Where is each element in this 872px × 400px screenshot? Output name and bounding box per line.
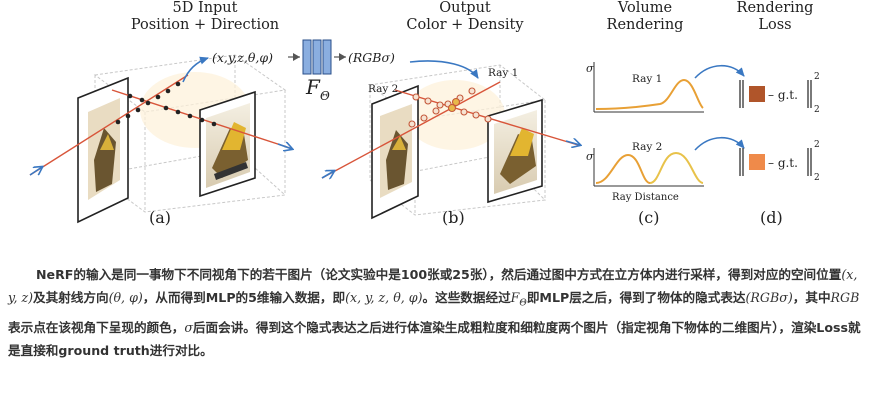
output-label: (RGBσ) (348, 50, 395, 65)
caption-text-1: NeRF的输入是同一事物下不同视角下的若干图片（论文实验中是100张或25张），… (36, 267, 842, 282)
network-subscript: Θ (320, 89, 330, 103)
ray2-density-curve-2 (649, 151, 704, 184)
output-to-ray-arrow (409, 60, 479, 79)
panel-c-heading: Volume Rendering (590, 0, 700, 34)
caption-text-5: 即MLP层之后，得到了物体的隐式表达 (526, 290, 746, 305)
nerf-pipeline-figure: 5D Input Position + Direction Output Col… (29, 0, 835, 227)
caption-math-f: FΘ (510, 290, 527, 309)
ray1-label-c: Ray 1 (632, 73, 662, 85)
norm-subscript-bottom: 2 (814, 173, 820, 183)
ray-left (29, 74, 189, 176)
norm-exponent-top: 2 (814, 72, 820, 82)
panel-a-scene: (x,y,z,θ,φ) (29, 50, 292, 224)
panel-c-plots: σ Ray 1 σ Ray 2 Ray Distance (586, 62, 745, 203)
panel-b-heading: Output Color + Density (365, 0, 565, 34)
sigma-label-bottom: σ (586, 150, 594, 163)
panel-a-heading-line2: Position + Direction (130, 17, 280, 33)
caption-math-sigma: σ (184, 319, 193, 335)
ray-distance-label: Ray Distance (612, 192, 679, 203)
output-image-left (371, 84, 419, 220)
render-to-loss-arrow-bottom (694, 136, 745, 151)
panel-d-heading: Rendering Loss (715, 0, 835, 34)
render-to-loss-arrow-top (694, 64, 745, 79)
caption-math-rgbsigma: (RGBσ) (745, 290, 793, 305)
panel-b-heading-line2: Color + Density (406, 17, 524, 33)
caption-math-f-symbol: F (510, 290, 520, 305)
caption-paragraph: NeRF的输入是同一事物下不同视角下的若干图片（论文实验中是100张或25张），… (8, 263, 866, 362)
panel-a-heading-line1: 5D Input (172, 0, 238, 16)
rendered-color-swatch-top (749, 86, 765, 102)
panel-d-heading-line2: Loss (758, 17, 792, 33)
caption-text-8: 后面会讲。得到这个隐式表达之后进行体渲染生成粗粒度和细粒度两个图片（指定视角下物… (8, 319, 861, 358)
sample-points-b (408, 87, 492, 128)
ray2-density-curve-1 (595, 153, 651, 184)
caption-text-6: ，其中 (792, 290, 831, 305)
caption-text-7: 表示点在该视角下呈现的颜色， (8, 319, 185, 335)
caption-text-2: 及其射线方向 (33, 290, 109, 305)
input-image-left (77, 76, 129, 224)
caption-math-direction: (θ, φ) (108, 290, 143, 305)
panel-b-scene: Ray 1 Ray 2 (321, 60, 580, 220)
sample-points-a (115, 81, 217, 127)
gt-label-bottom: – g.t. (768, 156, 798, 170)
caption-math-rgb: RGB (830, 290, 860, 305)
ray1-line (321, 81, 501, 179)
panel-d-loss: – g.t. 2 2 – g.t. 2 2 (739, 72, 820, 183)
gt-label-top: – g.t. (768, 88, 798, 102)
ray1-label-b: Ray 1 (488, 67, 518, 79)
sample-to-input-arrow (182, 56, 209, 83)
panel-d-label: (d) (760, 208, 783, 227)
network-layer-3 (322, 39, 332, 75)
ray-right-arrowhead (277, 144, 292, 149)
panel-a-label: (a) (149, 208, 172, 227)
caption-text-3: ，从而得到MLP的5维输入数据，即 (142, 290, 346, 305)
network-layer-1 (302, 39, 312, 75)
panel-c-heading-line2: Rendering (606, 17, 684, 33)
panel-a-heading: 5D Input Position + Direction (95, 0, 315, 34)
norm-subscript-top: 2 (814, 105, 820, 115)
panel-b-label: (b) (442, 208, 465, 227)
caption-math-f-subscript: Θ (519, 298, 527, 309)
output-image-right (487, 98, 543, 204)
panel-c-heading-line1: Volume (617, 0, 673, 16)
panel-b-heading-line1: Output (439, 0, 491, 16)
rendered-color-swatch-bottom (749, 154, 765, 170)
ray2-label-c: Ray 2 (632, 141, 662, 153)
sigma-label-top: σ (586, 62, 594, 75)
ray-left-arrowhead (29, 167, 42, 176)
caption-text-4: 。这些数据经过 (422, 290, 511, 305)
input-label: (x,y,z,θ,φ) (212, 50, 273, 65)
input-image-right (199, 90, 256, 198)
norm-exponent-bottom: 2 (814, 140, 820, 150)
panel-c-label: (c) (638, 208, 660, 227)
caption-math-position: (x, y, z) (8, 267, 858, 305)
network-layer-2 (312, 39, 322, 75)
ray2-label-b: Ray 2 (368, 83, 398, 95)
panel-d-heading-line1: Rendering (736, 0, 814, 16)
network-symbol: F (305, 75, 321, 99)
ray1-density-curve (595, 78, 704, 110)
caption-math-5d-input: (x, y, z, θ, φ) (345, 290, 423, 305)
figure-drawing: (x,y,z,θ,φ) F Θ (RGBσ) (29, 39, 820, 224)
figure-caption: NeRF的输入是同一事物下不同视角下的若干图片（论文实验中是100张或25张），… (8, 263, 866, 362)
network-block: F Θ (RGBσ) (288, 39, 395, 103)
